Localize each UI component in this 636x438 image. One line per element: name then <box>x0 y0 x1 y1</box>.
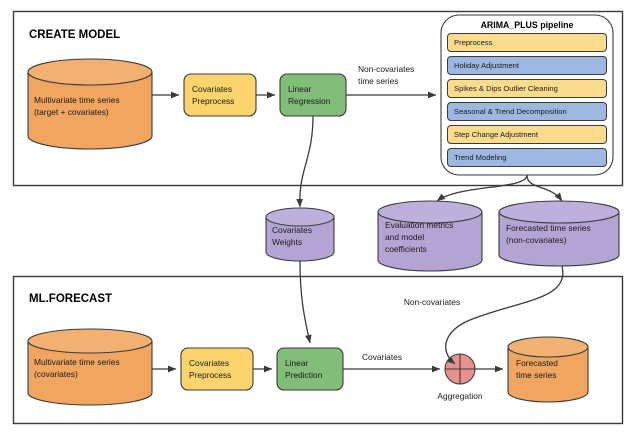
pipeline-step-label: Preprocess <box>454 37 493 47</box>
store-evaluation-metrics: Evaluation metrics and model coefficient… <box>377 200 483 272</box>
mf-output-line1: Forecasted <box>516 358 558 368</box>
ml-forecast-title: ML.FORECAST <box>29 293 112 305</box>
mf-linear-prediction-box: Linear Prediction <box>276 347 344 391</box>
pipeline-title: ARIMA_PLUS pipeline <box>481 20 574 30</box>
pipeline-step: Holiday Adjustment <box>447 56 607 75</box>
store-cw-line2: Weights <box>272 237 302 247</box>
edge-label-noncovariates-line2: time series <box>358 76 399 86</box>
mf-prediction-line1: Linear <box>285 358 308 368</box>
edge-regression-to-covariates-weights <box>296 115 314 208</box>
edge-forecasted-noncov-to-aggregation <box>445 265 564 365</box>
pipeline-step: Spikes & Dips Outlier Cleaning <box>447 79 607 98</box>
edge-covariates-weights-to-prediction <box>299 260 312 344</box>
store-em-line3: coefficients <box>385 244 427 254</box>
mf-covariates-preprocess-box: Covariates Preprocess <box>180 347 254 391</box>
aggregation-label: Aggregation <box>437 391 483 401</box>
pipeline-step-label: Trend Modeling <box>454 152 507 162</box>
pipeline-step-label: Seasonal & Trend Decomposition <box>454 106 567 116</box>
create-model-title: CREATE MODEL <box>29 29 120 41</box>
ml-forecast-section: ML.FORECAST <box>12 275 624 425</box>
edge-label-covariates: Covariates <box>362 352 402 362</box>
edge-pipeline-to-evaluation-metrics <box>436 174 528 202</box>
cm-regression-line2: Regression <box>288 96 331 106</box>
mf-source-line1: Multivariate time series <box>34 357 120 367</box>
cm-source-line2: (target + covariates) <box>34 107 109 117</box>
create-model-section: CREATE MODEL <box>12 10 624 187</box>
pipeline-step: Trend Modeling <box>447 148 607 167</box>
store-covariates-weights: Covariates Weights <box>265 207 335 262</box>
pipeline-step-label: Holiday Adjustment <box>454 60 520 70</box>
edge-label-noncovariates-bottom: Non-covariates <box>404 297 460 307</box>
pipeline-step: Step Change Adjustment <box>447 125 607 144</box>
cm-regression-line1: Linear <box>288 84 311 94</box>
cm-source-line1: Multivariate time series <box>34 95 120 105</box>
mf-output-cylinder: Forecasted time series <box>507 336 589 403</box>
pipeline-step-label: Spikes & Dips Outlier Cleaning <box>454 83 558 93</box>
store-em-line2: and model <box>385 232 424 242</box>
mf-prediction-line2: Prediction <box>285 370 323 380</box>
mf-source-cylinder: Multivariate time series (covariates) <box>27 328 153 406</box>
cm-preprocess-line2: Preprocess <box>192 96 234 106</box>
pipeline-step: Seasonal & Trend Decomposition <box>447 102 607 121</box>
store-cw-line1: Covariates <box>272 225 312 235</box>
cm-covariates-preprocess-box: Covariates Preprocess <box>183 73 257 117</box>
mf-preprocess-line2: Preprocess <box>189 370 231 380</box>
mf-output-line2: time series <box>516 370 557 380</box>
store-forecasted-noncovariates: Forecasted time series (non-covariates) <box>498 200 620 267</box>
store-fn-line1: Forecasted time series <box>506 223 591 233</box>
pipeline-step-label: Step Change Adjustment <box>454 129 539 139</box>
cm-preprocess-line1: Covariates <box>192 84 232 94</box>
aggregation-node: Aggregation <box>437 353 483 401</box>
edge-label-noncovariates-line1: Non-covariates <box>358 64 414 74</box>
cm-source-cylinder: Multivariate time series (target + covar… <box>27 58 153 150</box>
store-em-line1: Evaluation metrics <box>385 220 453 230</box>
cm-linear-regression-box: Linear Regression <box>279 73 347 117</box>
store-fn-line2: (non-covariates) <box>506 235 567 245</box>
mf-preprocess-line1: Covariates <box>189 358 229 368</box>
edge-pipeline-to-forecasted <box>526 174 563 202</box>
mf-source-line2: (covariates) <box>34 369 78 379</box>
pipeline-step: Preprocess <box>447 33 607 52</box>
